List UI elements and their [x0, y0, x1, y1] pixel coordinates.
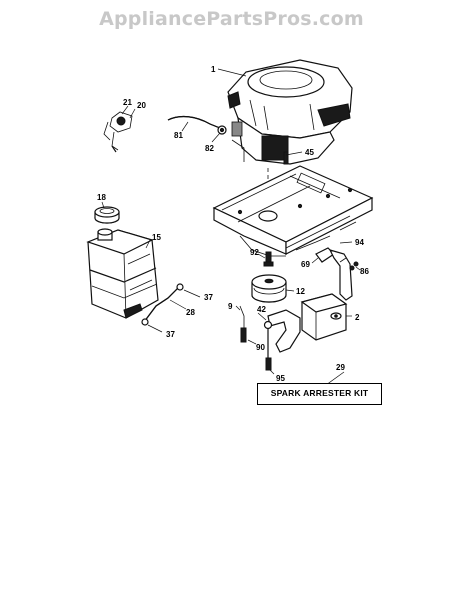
- mounting-plate: [212, 165, 374, 257]
- callout-21: 21: [123, 98, 132, 107]
- fuel-tank: [86, 228, 159, 319]
- fuel-hose: [167, 115, 221, 129]
- callout-29: 29: [336, 363, 345, 372]
- exhaust-pipe: [315, 247, 359, 301]
- callout-15: 15: [152, 233, 161, 242]
- callout-9: 9: [228, 302, 233, 311]
- callout-92: 92: [250, 248, 259, 257]
- watermark-logo: AppliancePartsPros.com: [99, 8, 364, 30]
- callout-2: 2: [355, 313, 360, 322]
- callout-82: 82: [205, 144, 214, 153]
- muffler-bracket: [239, 305, 301, 371]
- callout-37-bottom: 37: [166, 330, 175, 339]
- callout-90: 90: [256, 343, 265, 352]
- callout-81: 81: [174, 131, 183, 140]
- hose-clamp: [217, 125, 227, 135]
- bolt-92: [263, 251, 274, 267]
- callout-1: 1: [211, 65, 216, 74]
- callout-45: 45: [305, 148, 314, 157]
- throttle-control: [103, 111, 133, 153]
- callout-37-top: 37: [204, 293, 213, 302]
- muffler: [300, 293, 348, 341]
- spark-arrester-kit-label: SPARK ARRESTER KIT: [257, 383, 382, 405]
- engine: [227, 59, 353, 165]
- callout-20: 20: [137, 101, 146, 110]
- engine-pulley: [251, 274, 287, 303]
- fuel-cap: [94, 206, 120, 224]
- callout-28: 28: [186, 308, 195, 317]
- callout-95: 95: [276, 374, 285, 383]
- callout-12: 12: [296, 287, 305, 296]
- callout-69: 69: [301, 260, 310, 269]
- fuel-line: [141, 283, 184, 326]
- callout-18: 18: [97, 193, 106, 202]
- callout-42: 42: [257, 305, 266, 314]
- callout-94: 94: [355, 238, 364, 247]
- callout-86: 86: [360, 267, 369, 276]
